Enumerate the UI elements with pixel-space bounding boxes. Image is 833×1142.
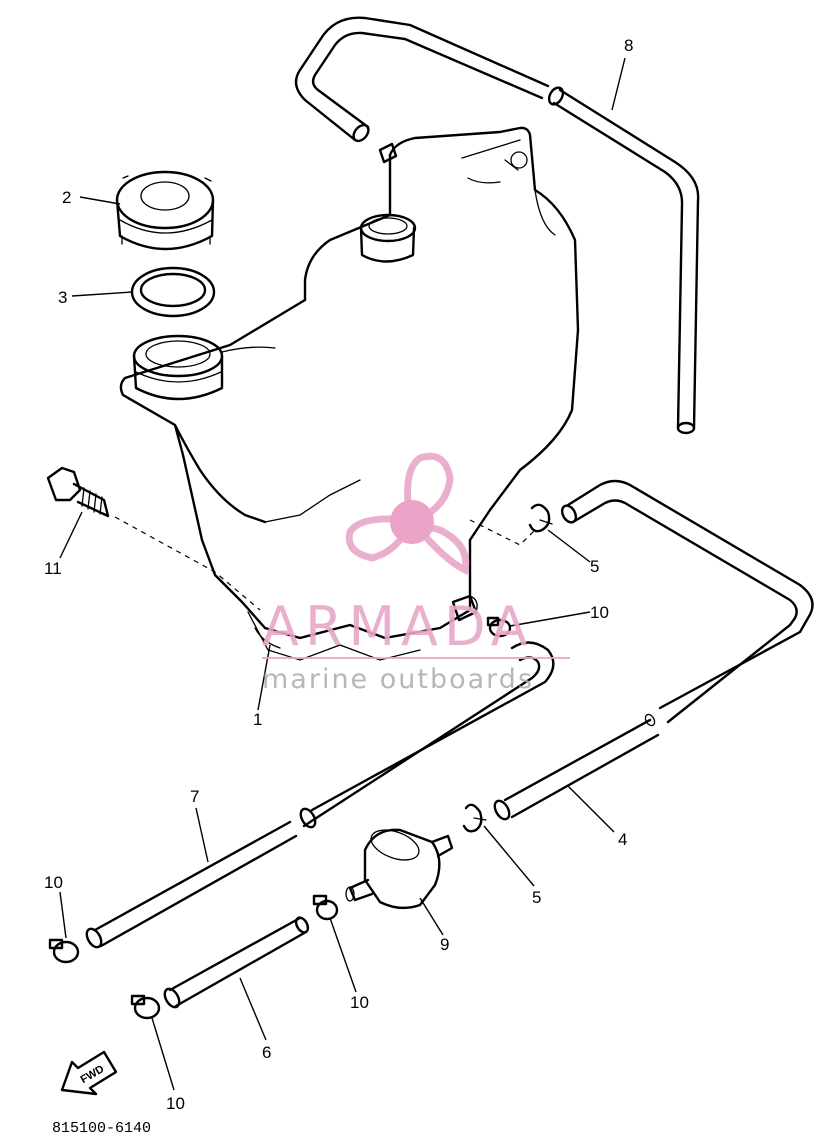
- callout-1: 1: [253, 710, 262, 729]
- callout-10-outlet: 10: [590, 603, 609, 622]
- callout-8: 8: [624, 36, 633, 55]
- callout-11: 11: [44, 559, 62, 578]
- fwd-arrow: FWD: [60, 1050, 118, 1096]
- reservoir-cap: [115, 170, 215, 251]
- clip-5-upper: [528, 503, 553, 533]
- callout-numbers: 1 2 3 4 5 5 6 7 8 9 10 10 10 10 11: [44, 36, 633, 1113]
- reference-code: 815100-6140: [52, 1120, 151, 1137]
- hose-8: [294, 16, 700, 435]
- callout-9: 9: [440, 935, 449, 954]
- reservoir-tank: [119, 126, 580, 661]
- callout-3: 3: [58, 288, 67, 307]
- callout-5-upper: 5: [590, 557, 599, 576]
- gasket: [130, 266, 216, 318]
- callout-5-lower: 5: [532, 888, 541, 907]
- armada-watermark: ARMADA marine outboards: [262, 452, 570, 695]
- fwd-label: FWD: [79, 1063, 107, 1086]
- callout-10-bottom: 10: [166, 1094, 185, 1113]
- hose-alignment-line: [469, 519, 536, 546]
- callout-7: 7: [190, 787, 199, 806]
- watermark-tagline: marine outboards: [262, 664, 534, 695]
- leader-lines: [59, 57, 626, 1091]
- clamp-10-bottom: [130, 994, 161, 1020]
- bolt-axis-line: [114, 516, 261, 611]
- callout-6: 6: [262, 1043, 271, 1062]
- clamp-10-middle: [312, 894, 339, 921]
- callout-4: 4: [618, 830, 627, 849]
- callout-2: 2: [62, 188, 71, 207]
- watermark-brand: ARMADA: [262, 595, 534, 658]
- bolt: [46, 466, 110, 518]
- clamp-10-left: [48, 938, 80, 964]
- hose-4: [493, 479, 814, 821]
- callout-10-middle: 10: [350, 993, 369, 1012]
- clip-5-lower: [462, 803, 487, 833]
- callout-10-left: 10: [44, 873, 63, 892]
- clamp-10-outlet: [486, 616, 512, 638]
- propeller-hub: [390, 500, 434, 544]
- hose-6: [163, 916, 310, 1009]
- filter-valve: [345, 828, 454, 910]
